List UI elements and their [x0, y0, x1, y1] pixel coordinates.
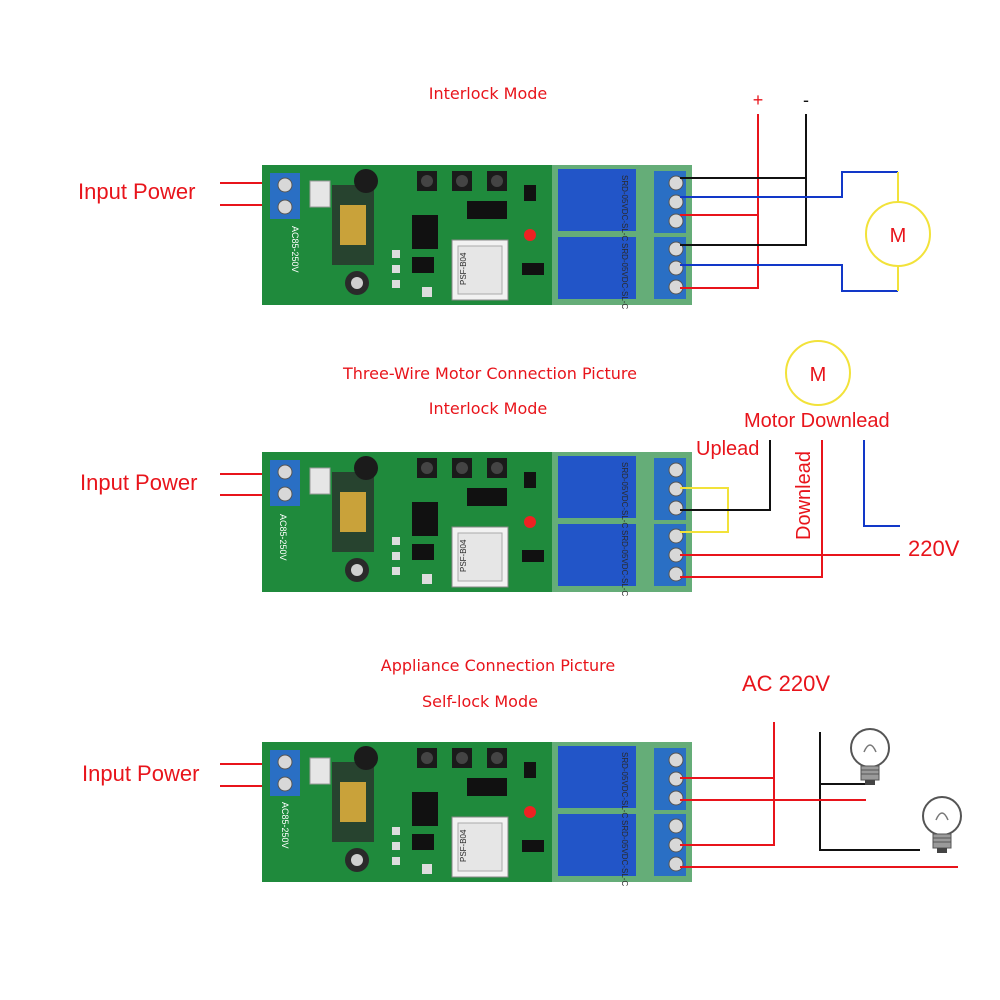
panel-3-mode: Self-lock Mode — [422, 692, 538, 711]
relay-board-1 — [261, 164, 693, 310]
uplead-label: Uplead — [696, 438, 759, 460]
wire-black-minus — [680, 114, 807, 246]
panel-2-input-label: Input Power — [80, 470, 197, 495]
board-voltage-text-2: AC85-250V — [278, 514, 288, 561]
motor-downlead-label: Motor Downlead — [744, 410, 890, 432]
panel-1: Interlock Mode Input Power AC85-250V + -… — [78, 84, 931, 310]
wire-blue-b — [680, 264, 898, 292]
panel-1-mode: Interlock Mode — [429, 84, 548, 103]
panel-1-input-label: Input Power — [78, 179, 195, 204]
motor-label-1: M — [890, 225, 907, 247]
motor-symbol-1 — [865, 201, 931, 267]
plus-label: + — [753, 90, 764, 110]
downlead-label: Downlead — [793, 451, 815, 540]
panel-2-title: Three-Wire Motor Connection Picture — [342, 364, 637, 383]
wire-blue-a — [680, 171, 898, 198]
minus-label: - — [803, 90, 809, 110]
board-voltage-text-1: AC85-250V — [290, 226, 300, 273]
motor-symbol-2 — [785, 340, 851, 406]
panel-3: Appliance Connection Picture Self-lock M… — [82, 656, 962, 887]
board-voltage-text-3: AC85-250V — [280, 802, 290, 849]
voltage-label-2: 220V — [908, 536, 960, 561]
wire-black-uplead — [680, 440, 771, 511]
relay-board-2 — [261, 451, 693, 597]
relay-board-3 — [261, 741, 693, 887]
wire-red-downlead — [680, 440, 823, 578]
panel-3-title: Appliance Connection Picture — [381, 656, 615, 675]
panel-2: Three-Wire Motor Connection Picture Inte… — [80, 340, 960, 597]
wire-blue-neutral — [863, 440, 900, 527]
light-bulb-icon-1 — [850, 728, 890, 786]
panel-2-mode: Interlock Mode — [429, 399, 548, 418]
wire-black-neutral — [819, 732, 920, 851]
motor-label-2: M — [810, 364, 827, 386]
wire-red-live — [680, 722, 775, 846]
light-bulb-icon-2 — [922, 796, 962, 854]
voltage-label-3: AC 220V — [742, 671, 830, 696]
panel-3-input-label: Input Power — [82, 761, 199, 786]
wire-red-plus — [680, 114, 759, 289]
